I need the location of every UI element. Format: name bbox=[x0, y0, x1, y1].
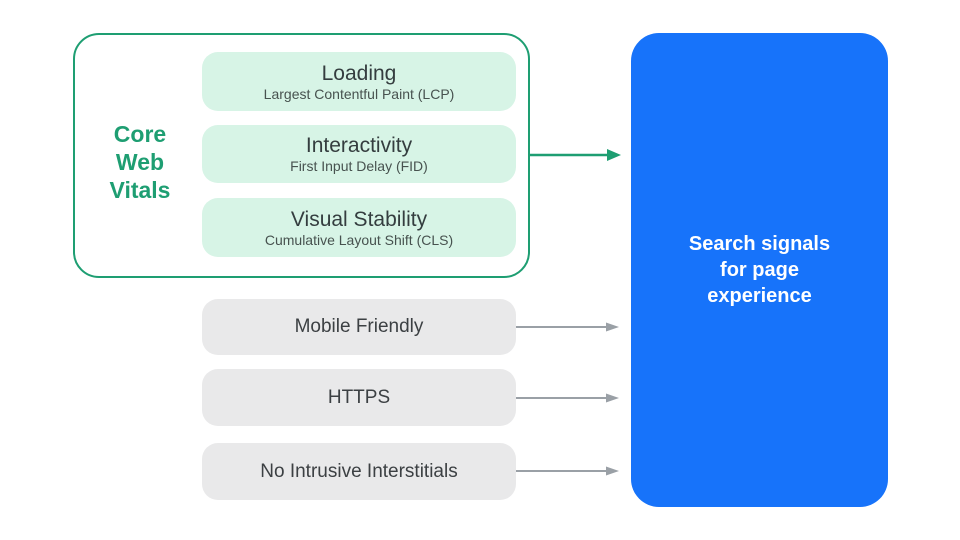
metric-title: Interactivity bbox=[305, 134, 413, 157]
signal-https: HTTPS bbox=[202, 369, 516, 426]
metric-visual-stability: Visual Stability Cumulative Layout Shift… bbox=[202, 198, 516, 257]
search-signals-target-box: Search signals for page experience bbox=[631, 33, 888, 507]
signal-label: Mobile Friendly bbox=[294, 316, 424, 337]
core-web-vitals-label-line: Core bbox=[113, 121, 167, 147]
arrow-mobile-friendly-icon bbox=[516, 322, 619, 332]
signal-label: No Intrusive Interstitials bbox=[260, 460, 458, 482]
arrow-core-web-vitals-icon bbox=[530, 149, 621, 161]
target-label-line: experience bbox=[707, 285, 812, 307]
metric-title: Loading bbox=[321, 61, 397, 85]
metric-loading: Loading Largest Contentful Paint (LCP) bbox=[202, 52, 516, 111]
target-label-line: Search signals bbox=[688, 233, 831, 255]
signal-label: HTTPS bbox=[327, 386, 391, 408]
signal-mobile-friendly: Mobile Friendly bbox=[202, 299, 516, 355]
arrow-no-intrusive-interstitials-icon bbox=[516, 466, 619, 476]
core-web-vitals-label: Core Web Vitals bbox=[84, 120, 196, 204]
metric-subtitle: Largest Contentful Paint (LCP) bbox=[263, 85, 455, 102]
metric-subtitle: Cumulative Layout Shift (CLS) bbox=[264, 231, 454, 248]
metric-interactivity: Interactivity First Input Delay (FID) bbox=[202, 125, 516, 183]
core-web-vitals-label-line: Web bbox=[115, 149, 165, 175]
metric-subtitle: First Input Delay (FID) bbox=[290, 158, 428, 174]
core-web-vitals-label-line: Vitals bbox=[109, 177, 171, 203]
arrow-https-icon bbox=[516, 393, 619, 403]
signal-no-intrusive-interstitials: No Intrusive Interstitials bbox=[202, 443, 516, 500]
metric-title: Visual Stability bbox=[290, 207, 428, 231]
target-label-line: for page bbox=[720, 259, 799, 281]
